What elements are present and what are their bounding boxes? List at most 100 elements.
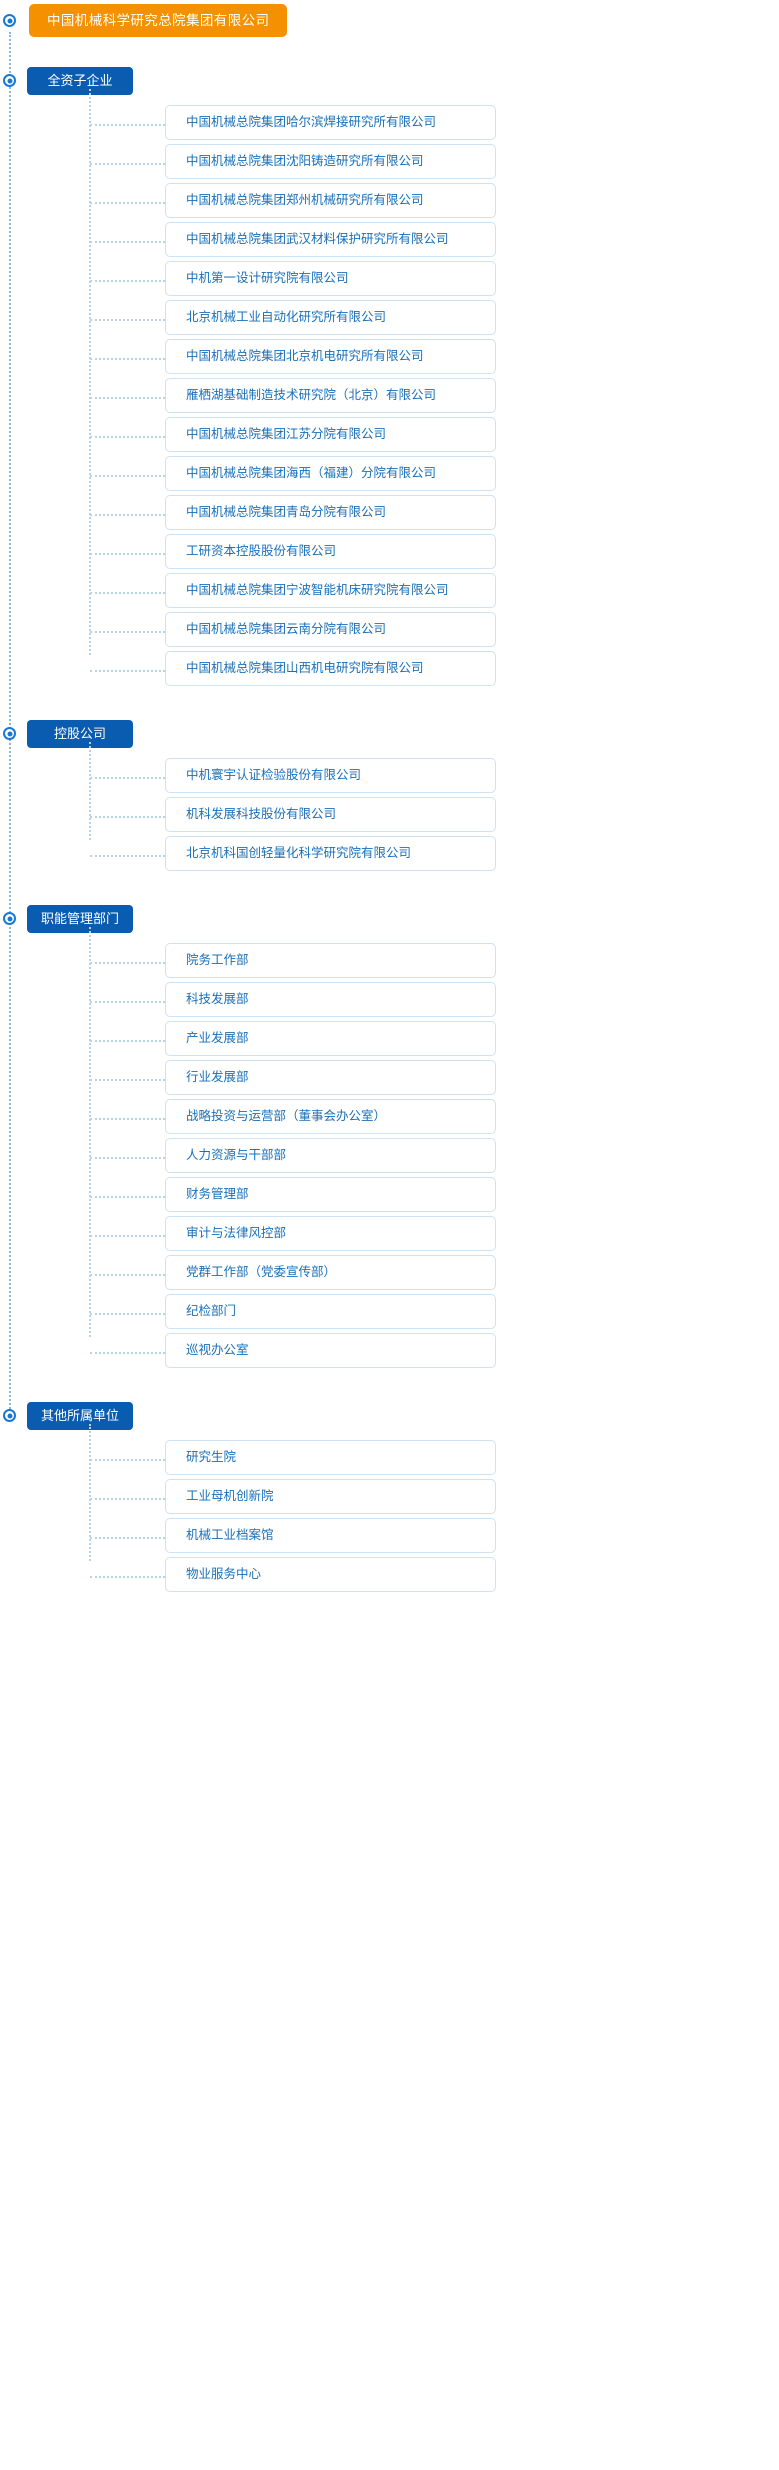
org-item[interactable]: 审计与法律风控部 [165,1216,496,1251]
org-item[interactable]: 人力资源与干部部 [165,1138,496,1173]
branch-spine-functional-departments [89,927,91,1337]
item-row: 院务工作部 [0,943,779,982]
branch-spine-wholly-owned-enterprises [89,89,91,655]
org-item[interactable]: 产业发展部 [165,1021,496,1056]
item-row: 机科发展科技股份有限公司 [0,797,779,836]
org-item[interactable]: 纪检部门 [165,1294,496,1329]
item-row: 中国机械总院集团云南分院有限公司 [0,612,779,651]
item-row: 中国机械总院集团海西（福建）分院有限公司 [0,456,779,495]
spine-marker-holding-companies [3,727,16,740]
group-other-affiliated-units: 其他所属单位研究生院工业母机创新院机械工业档案馆物业服务中心 [0,1372,779,1596]
branch-spine-other-affiliated-units [89,1424,91,1561]
item-row: 工研资本控股股份有限公司 [0,534,779,573]
item-row: 人力资源与干部部 [0,1138,779,1177]
org-item[interactable]: 中国机械总院集团山西机电研究院有限公司 [165,651,496,686]
org-item[interactable]: 北京机科国创轻量化科学研究院有限公司 [165,836,496,871]
item-row: 中国机械总院集团宁波智能机床研究院有限公司 [0,573,779,612]
group-title-holding-companies[interactable]: 控股公司 [27,720,133,748]
item-row: 科技发展部 [0,982,779,1021]
item-row: 北京机械工业自动化研究所有限公司 [0,300,779,339]
org-item[interactable]: 研究生院 [165,1440,496,1475]
main-vertical-spine [9,32,11,1420]
item-row: 财务管理部 [0,1177,779,1216]
org-item[interactable]: 中国机械总院集团云南分院有限公司 [165,612,496,647]
group-list: 全资子企业中国机械总院集团哈尔滨焊接研究所有限公司中国机械总院集团沈阳铸造研究所… [0,37,779,1596]
org-item[interactable]: 物业服务中心 [165,1557,496,1592]
group-wholly-owned-enterprises: 全资子企业中国机械总院集团哈尔滨焊接研究所有限公司中国机械总院集团沈阳铸造研究所… [0,37,779,690]
item-row: 中国机械总院集团武汉材料保护研究所有限公司 [0,222,779,261]
org-item[interactable]: 院务工作部 [165,943,496,978]
item-row: 中国机械总院集团北京机电研究所有限公司 [0,339,779,378]
item-row: 纪检部门 [0,1294,779,1333]
group-functional-departments: 职能管理部门院务工作部科技发展部产业发展部行业发展部战略投资与运营部（董事会办公… [0,875,779,1372]
org-item[interactable]: 工业母机创新院 [165,1479,496,1514]
group-title-wholly-owned-enterprises[interactable]: 全资子企业 [27,67,133,95]
item-row: 中国机械总院集团沈阳铸造研究所有限公司 [0,144,779,183]
item-row: 战略投资与运营部（董事会办公室） [0,1099,779,1138]
item-row: 中机寰宇认证检验股份有限公司 [0,758,779,797]
org-item[interactable]: 雁栖湖基础制造技术研究院（北京）有限公司 [165,378,496,413]
item-row: 中机第一设计研究院有限公司 [0,261,779,300]
branch-spine-holding-companies [89,742,91,840]
group-items-other-affiliated-units: 研究生院工业母机创新院机械工业档案馆物业服务中心 [0,1424,779,1596]
item-row: 工业母机创新院 [0,1479,779,1518]
item-row: 行业发展部 [0,1060,779,1099]
org-item[interactable]: 中国机械总院集团海西（福建）分院有限公司 [165,456,496,491]
org-item[interactable]: 中国机械总院集团宁波智能机床研究院有限公司 [165,573,496,608]
org-item[interactable]: 行业发展部 [165,1060,496,1095]
item-row: 中国机械总院集团哈尔滨焊接研究所有限公司 [0,105,779,144]
org-item[interactable]: 机科发展科技股份有限公司 [165,797,496,832]
item-row: 中国机械总院集团郑州机械研究所有限公司 [0,183,779,222]
org-item[interactable]: 中国机械总院集团青岛分院有限公司 [165,495,496,530]
group-header-holding-companies: 控股公司 [0,720,779,748]
group-items-wholly-owned-enterprises: 中国机械总院集团哈尔滨焊接研究所有限公司中国机械总院集团沈阳铸造研究所有限公司中… [0,89,779,690]
group-spacer [0,1372,779,1402]
org-item[interactable]: 中国机械总院集团江苏分院有限公司 [165,417,496,452]
group-header-functional-departments: 职能管理部门 [0,905,779,933]
group-title-other-affiliated-units[interactable]: 其他所属单位 [27,1402,134,1430]
org-item[interactable]: 中国机械总院集团北京机电研究所有限公司 [165,339,496,374]
spine-marker-wholly-owned-enterprises [3,74,16,87]
org-item[interactable]: 中机第一设计研究院有限公司 [165,261,496,296]
spine-marker-root [3,14,16,27]
org-item[interactable]: 中国机械总院集团哈尔滨焊接研究所有限公司 [165,105,496,140]
item-row: 雁栖湖基础制造技术研究院（北京）有限公司 [0,378,779,417]
item-row: 中国机械总院集团江苏分院有限公司 [0,417,779,456]
org-item[interactable]: 中国机械总院集团郑州机械研究所有限公司 [165,183,496,218]
item-row: 中国机械总院集团山西机电研究院有限公司 [0,651,779,690]
item-row: 审计与法律风控部 [0,1216,779,1255]
org-item[interactable]: 机械工业档案馆 [165,1518,496,1553]
group-spacer [0,37,779,67]
group-header-other-affiliated-units: 其他所属单位 [0,1402,779,1430]
item-row: 巡视办公室 [0,1333,779,1372]
item-row: 党群工作部（党委宣传部） [0,1255,779,1294]
org-item[interactable]: 北京机械工业自动化研究所有限公司 [165,300,496,335]
org-item[interactable]: 科技发展部 [165,982,496,1017]
item-row: 产业发展部 [0,1021,779,1060]
org-item[interactable]: 中机寰宇认证检验股份有限公司 [165,758,496,793]
org-item[interactable]: 工研资本控股股份有限公司 [165,534,496,569]
group-holding-companies: 控股公司中机寰宇认证检验股份有限公司机科发展科技股份有限公司北京机科国创轻量化科… [0,690,779,875]
group-spacer [0,875,779,905]
org-item[interactable]: 中国机械总院集团武汉材料保护研究所有限公司 [165,222,496,257]
group-header-wholly-owned-enterprises: 全资子企业 [0,67,779,95]
item-row: 机械工业档案馆 [0,1518,779,1557]
org-item[interactable]: 中国机械总院集团沈阳铸造研究所有限公司 [165,144,496,179]
item-row: 物业服务中心 [0,1557,779,1596]
spine-marker-other-affiliated-units [3,1409,16,1422]
root-node[interactable]: 中国机械科学研究总院集团有限公司 [29,4,288,37]
group-title-functional-departments[interactable]: 职能管理部门 [27,905,134,933]
item-row: 中国机械总院集团青岛分院有限公司 [0,495,779,534]
org-item[interactable]: 党群工作部（党委宣传部） [165,1255,496,1290]
group-items-functional-departments: 院务工作部科技发展部产业发展部行业发展部战略投资与运营部（董事会办公室） 人力资源… [0,927,779,1372]
org-item[interactable]: 巡视办公室 [165,1333,496,1368]
item-row: 北京机科国创轻量化科学研究院有限公司 [0,836,779,875]
org-item[interactable]: 财务管理部 [165,1177,496,1212]
spine-marker-functional-departments [3,912,16,925]
org-chart: 中国机械科学研究总院集团有限公司 全资子企业中国机械总院集团哈尔滨焊接研究所有限… [0,4,779,1596]
group-spacer [0,690,779,720]
root-node-row: 中国机械科学研究总院集团有限公司 [0,4,779,37]
group-items-holding-companies: 中机寰宇认证检验股份有限公司机科发展科技股份有限公司北京机科国创轻量化科学研究院… [0,742,779,875]
org-item[interactable]: 战略投资与运营部（董事会办公室） [165,1099,496,1134]
item-row: 研究生院 [0,1440,779,1479]
